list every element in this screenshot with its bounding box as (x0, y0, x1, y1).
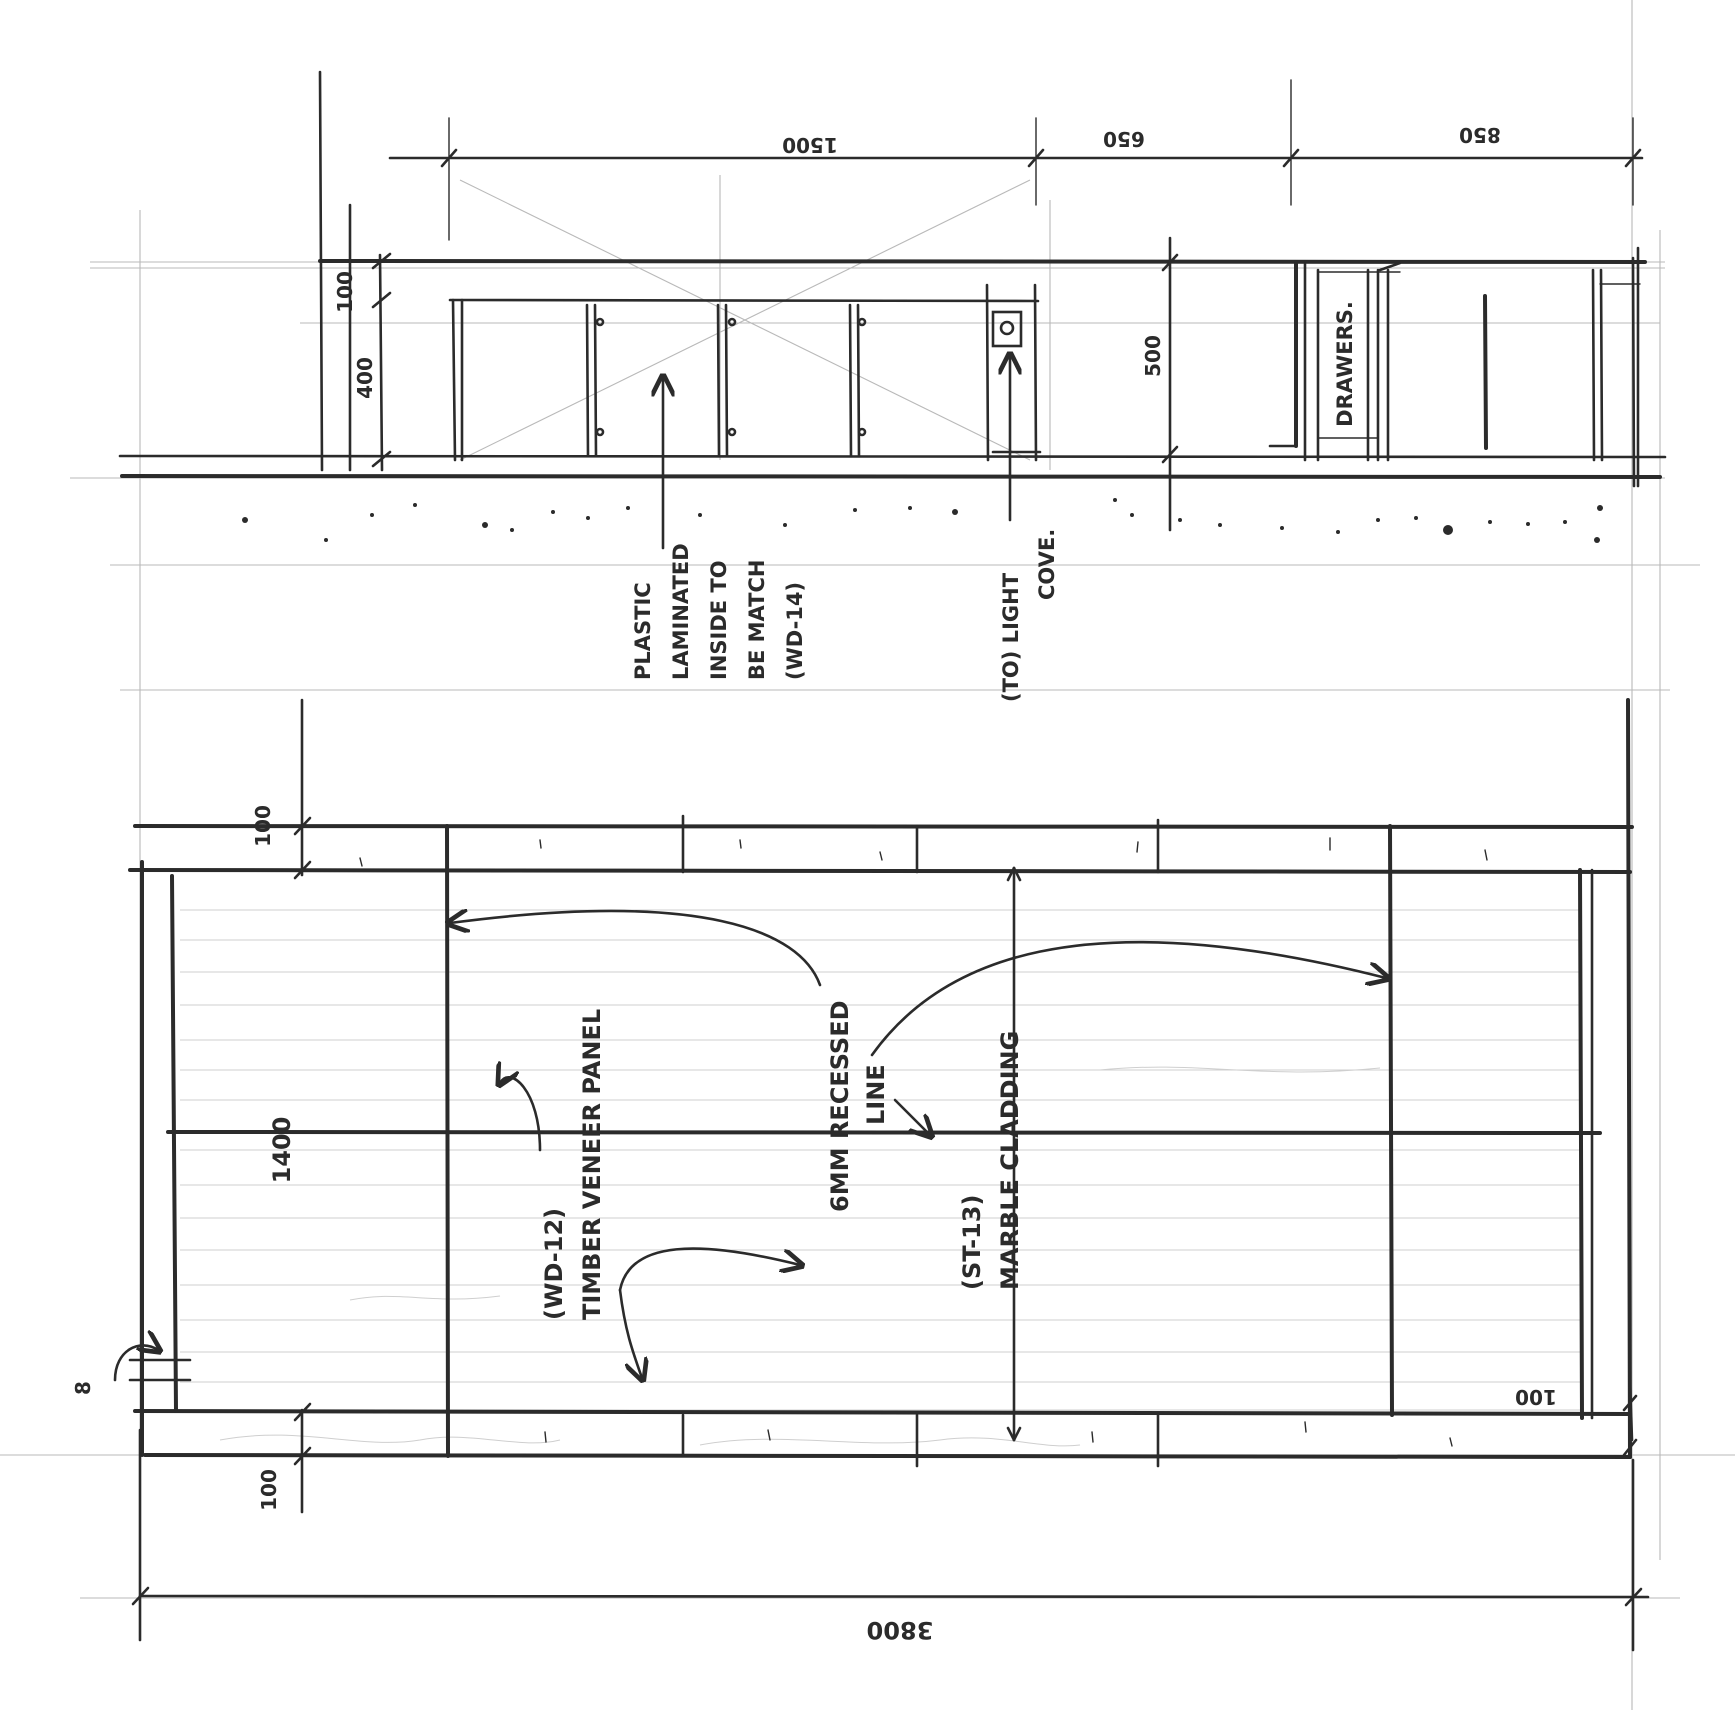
floor-hatch (242, 498, 1603, 543)
leader-timber-2 (618, 1247, 800, 1292)
leader-recessed-1 (450, 911, 822, 987)
svg-text:INSIDE TO: INSIDE TO (707, 560, 731, 680)
door-handles (595, 317, 867, 437)
dim-3800: 3800 (867, 1616, 934, 1644)
plan-drawing: 100 100 100 1400 8 3800 (WD-12) TIMBER V… (71, 698, 1650, 1652)
svg-text:(TO) LIGHT: (TO) LIGHT (999, 572, 1023, 702)
leader-recessed-3 (893, 1098, 930, 1135)
countertop-top-line (318, 259, 1647, 264)
leader-recessed-2 (870, 940, 1386, 1057)
dim-100-plan-bottom: 100 (257, 1469, 281, 1511)
svg-text:PLASTIC: PLASTIC (631, 582, 655, 680)
dim-8: 8 (71, 1381, 95, 1395)
note-recessed-line: 6MM RECESSED LINE (826, 1000, 890, 1212)
dim-1500: 1500 (782, 133, 838, 157)
note-timber-veneer: (WD-12) TIMBER VENEER PANEL (540, 1009, 606, 1320)
dim-100-plan-right: 100 (1515, 1385, 1557, 1409)
svg-text:(WD-14): (WD-14) (783, 582, 807, 680)
svg-text:MARBLE CLADDING: MARBLE CLADDING (996, 1031, 1024, 1290)
svg-text:TIMBER VENEER PANEL: TIMBER VENEER PANEL (578, 1009, 606, 1320)
drawers-label: DRAWERS. (1333, 301, 1357, 427)
leader-timber-3 (618, 1288, 642, 1378)
dim-650: 650 (1103, 127, 1145, 151)
dim-100-elevation: 100 (333, 271, 357, 313)
cabinet-top-line (448, 298, 1040, 303)
dim-500: 500 (1141, 335, 1165, 377)
svg-text:(WD-12): (WD-12) (540, 1208, 568, 1320)
svg-text:BE MATCH: BE MATCH (745, 560, 769, 681)
svg-text:LAMINATED: LAMINATED (669, 543, 693, 680)
dim-100-plan-top: 100 (251, 805, 275, 847)
dim-line-overall (138, 1594, 1650, 1599)
pull-handle (1483, 294, 1488, 450)
leader-timber-1 (500, 1077, 542, 1152)
svg-text:6MM RECESSED: 6MM RECESSED (826, 1000, 854, 1212)
elevation-drawing: 1500 650 850 100 400 500 DRAWERS. PLASTI… (118, 70, 1667, 702)
floor-line (120, 474, 1662, 479)
dim-1400: 1400 (268, 1117, 296, 1184)
svg-text:COVE.: COVE. (1035, 529, 1059, 600)
dim-850: 850 (1459, 123, 1501, 147)
note-laminate: PLASTIC LAMINATED INSIDE TO BE MATCH (WD… (631, 543, 807, 680)
svg-text:(ST-13): (ST-13) (958, 1195, 986, 1290)
dim-400: 400 (353, 357, 377, 399)
light-fitting (991, 310, 1023, 348)
strip-hatch (359, 837, 1488, 1447)
timber-grain (180, 909, 1580, 1447)
plan-top-edge (133, 824, 1634, 829)
svg-text:LINE: LINE (862, 1064, 890, 1125)
note-marble-cladding: (ST-13) MARBLE CLADDING (958, 1031, 1024, 1290)
plan-bottom-edge (143, 1453, 1632, 1459)
note-lightcove: (TO) LIGHT COVE. (999, 529, 1059, 702)
